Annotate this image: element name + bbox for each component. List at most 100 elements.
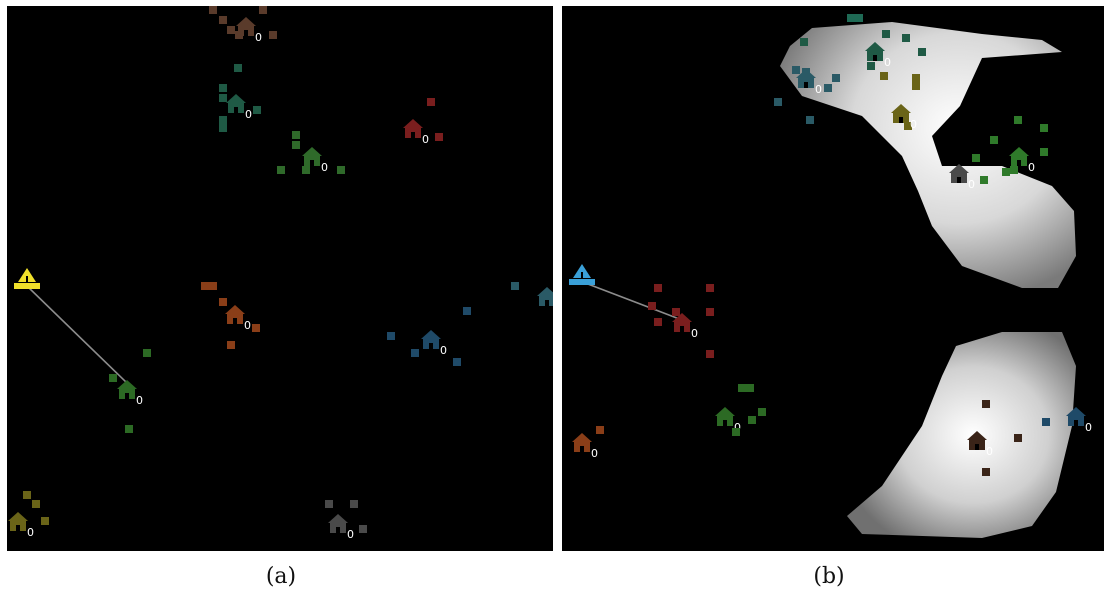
unit-marker [982, 468, 990, 476]
unit-marker [219, 94, 227, 102]
house-count-label: 0 [986, 445, 993, 458]
unit-marker [219, 124, 227, 132]
house-count-label: 0 [1028, 161, 1035, 174]
house-icon: 0 [403, 119, 429, 146]
unit-marker [269, 31, 277, 39]
house-icon: 0 [967, 431, 993, 458]
unit-marker [1014, 116, 1022, 124]
unit-marker [1002, 168, 1010, 176]
unit-marker [912, 82, 920, 90]
unit-marker [411, 349, 419, 357]
unit-marker [748, 416, 756, 424]
unit-marker [706, 308, 714, 316]
map-panel-b: 0 0 0 0 0 0 0 0 0 0 [562, 6, 1104, 551]
house-count-label: 0 [734, 421, 741, 434]
unit-marker [201, 282, 209, 290]
house-count-label: 0 [136, 394, 143, 407]
house-count-label: 0 [422, 133, 429, 146]
map-canvas-b: 0 0 0 0 0 0 0 0 0 0 [569, 14, 1092, 538]
caption-b: (b) [813, 564, 845, 589]
unit-marker [1010, 166, 1018, 174]
unit-marker [596, 426, 604, 434]
unit-marker [800, 38, 808, 46]
unit-marker [832, 74, 840, 82]
unit-marker [1040, 124, 1048, 132]
house-icon: 0 [421, 330, 447, 357]
house-count-label: 0 [27, 526, 34, 539]
house-icon: 0 [949, 164, 975, 191]
unit-marker [880, 72, 888, 80]
house-count-label: 0 [591, 447, 598, 460]
unit-marker [882, 30, 890, 38]
terrain-region [847, 332, 1076, 538]
unit-marker [125, 425, 133, 433]
unit-marker [109, 374, 117, 382]
route-line [26, 285, 128, 384]
unit-marker [792, 66, 800, 74]
unit-marker [453, 358, 461, 366]
unit-marker [511, 282, 519, 290]
unit-marker [1040, 148, 1048, 156]
unit-marker [1042, 418, 1050, 426]
house-icon: 0 [236, 17, 262, 44]
unit-marker [302, 166, 310, 174]
house-icon: 0 [328, 514, 354, 541]
route-line [579, 280, 683, 321]
house-count-label: 0 [321, 161, 328, 174]
unit-marker [23, 491, 31, 499]
unit-marker [654, 318, 662, 326]
unit-marker [219, 16, 227, 24]
unit-marker [732, 428, 740, 436]
unit-marker [648, 302, 656, 310]
house-icon: 0 [672, 313, 698, 340]
unit-marker [359, 525, 367, 533]
unit-marker [855, 14, 863, 22]
sailboat-icon [14, 268, 40, 289]
house-icon: 0 [8, 512, 34, 539]
house-count-label: 0 [815, 83, 822, 96]
unit-marker [758, 408, 766, 416]
unit-marker [277, 166, 285, 174]
unit-marker [252, 324, 260, 332]
unit-marker [867, 62, 875, 70]
unit-marker [802, 68, 810, 76]
unit-marker [654, 284, 662, 292]
house-icon: 0 [225, 305, 251, 332]
unit-marker [227, 26, 235, 34]
unit-marker [902, 34, 910, 42]
house-icon: 0 [226, 94, 252, 121]
unit-marker [774, 98, 782, 106]
unit-marker [209, 6, 217, 14]
unit-marker [325, 500, 333, 508]
unit-marker [41, 517, 49, 525]
unit-marker [706, 284, 714, 292]
unit-marker [982, 400, 990, 408]
house-icon: 0 [302, 147, 328, 174]
unit-marker [980, 176, 988, 184]
terrain-region [780, 22, 1076, 288]
unit-marker [738, 384, 746, 392]
unit-marker [219, 116, 227, 124]
house-count-label: 0 [244, 319, 251, 332]
unit-marker [253, 106, 261, 114]
unit-marker [143, 349, 151, 357]
house-count-label: 0 [1085, 421, 1092, 434]
unit-marker [904, 122, 912, 130]
unit-marker [32, 500, 40, 508]
unit-marker [209, 282, 217, 290]
unit-marker [219, 298, 227, 306]
house-count-label: 0 [255, 31, 262, 44]
unit-marker [972, 154, 980, 162]
unit-marker [824, 84, 832, 92]
unit-marker [292, 141, 300, 149]
unit-marker [234, 64, 242, 72]
house-count-label: 0 [884, 56, 891, 69]
unit-marker [847, 14, 855, 22]
unit-marker [463, 307, 471, 315]
house-count-label: 0 [910, 118, 917, 131]
unit-marker [337, 166, 345, 174]
house-count-label: 0 [347, 528, 354, 541]
unit-marker [292, 131, 300, 139]
house-icon: 0 [117, 380, 143, 407]
